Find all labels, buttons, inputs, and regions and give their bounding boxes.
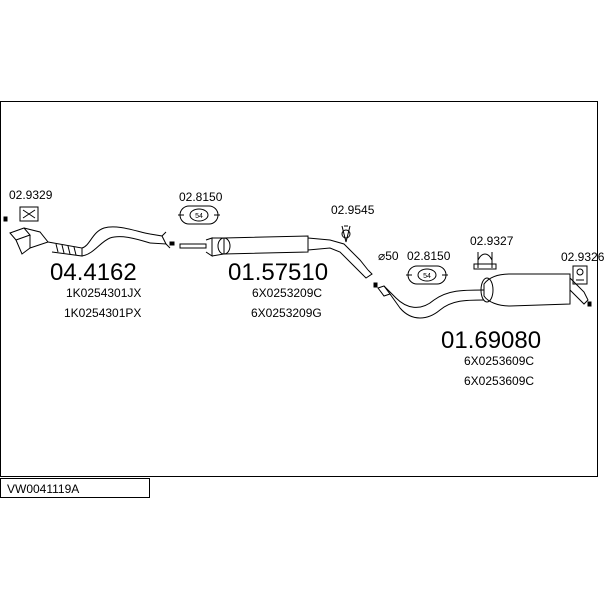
part-number-catalytic: 04.4162 xyxy=(50,259,137,286)
oem-number: 6X0253209G xyxy=(251,306,322,320)
diagram-frame xyxy=(0,101,598,477)
gasket-icon xyxy=(19,206,39,222)
oem-number: 6X0253209C xyxy=(252,286,323,300)
pipe-diameter-label: ⌀50 xyxy=(378,249,399,263)
accessory-label-hanger: 02.9327 xyxy=(470,234,514,248)
connector-mark xyxy=(3,216,8,222)
accessory-label-clamp: 02.8150 xyxy=(179,190,223,204)
oem-number: 6X0253609C xyxy=(464,354,535,368)
catalytic-converter-part xyxy=(9,226,171,257)
middle-silencer-part xyxy=(179,235,373,279)
connector-mark xyxy=(587,301,592,307)
accessory-label-gasket: 02.9329 xyxy=(9,188,53,202)
oem-number: 1K0254301PX xyxy=(64,306,142,320)
clamp-badge: 54 xyxy=(195,213,203,220)
clamp-icon xyxy=(406,265,448,285)
hanger-icon xyxy=(572,265,588,285)
oem-number: 1K0254301JX xyxy=(66,286,142,300)
hanger-icon xyxy=(473,252,497,270)
hanger-icon xyxy=(341,225,351,243)
clamp-icon xyxy=(178,205,220,225)
connector-mark xyxy=(169,241,175,246)
accessory-label-hanger: 02.9326 xyxy=(561,250,604,264)
accessory-label-clamp: 02.8150 xyxy=(407,249,451,263)
reference-code: VW0041119A xyxy=(0,478,150,498)
connector-mark xyxy=(373,282,378,288)
part-number-rear: 01.69080 xyxy=(441,327,542,354)
part-number-middle: 01.57510 xyxy=(228,259,329,286)
rear-silencer-part xyxy=(377,273,589,319)
oem-number: 6X0253609C xyxy=(464,374,535,388)
clamp-badge: 54 xyxy=(423,273,431,280)
accessory-label-hanger: 02.9545 xyxy=(331,203,375,217)
